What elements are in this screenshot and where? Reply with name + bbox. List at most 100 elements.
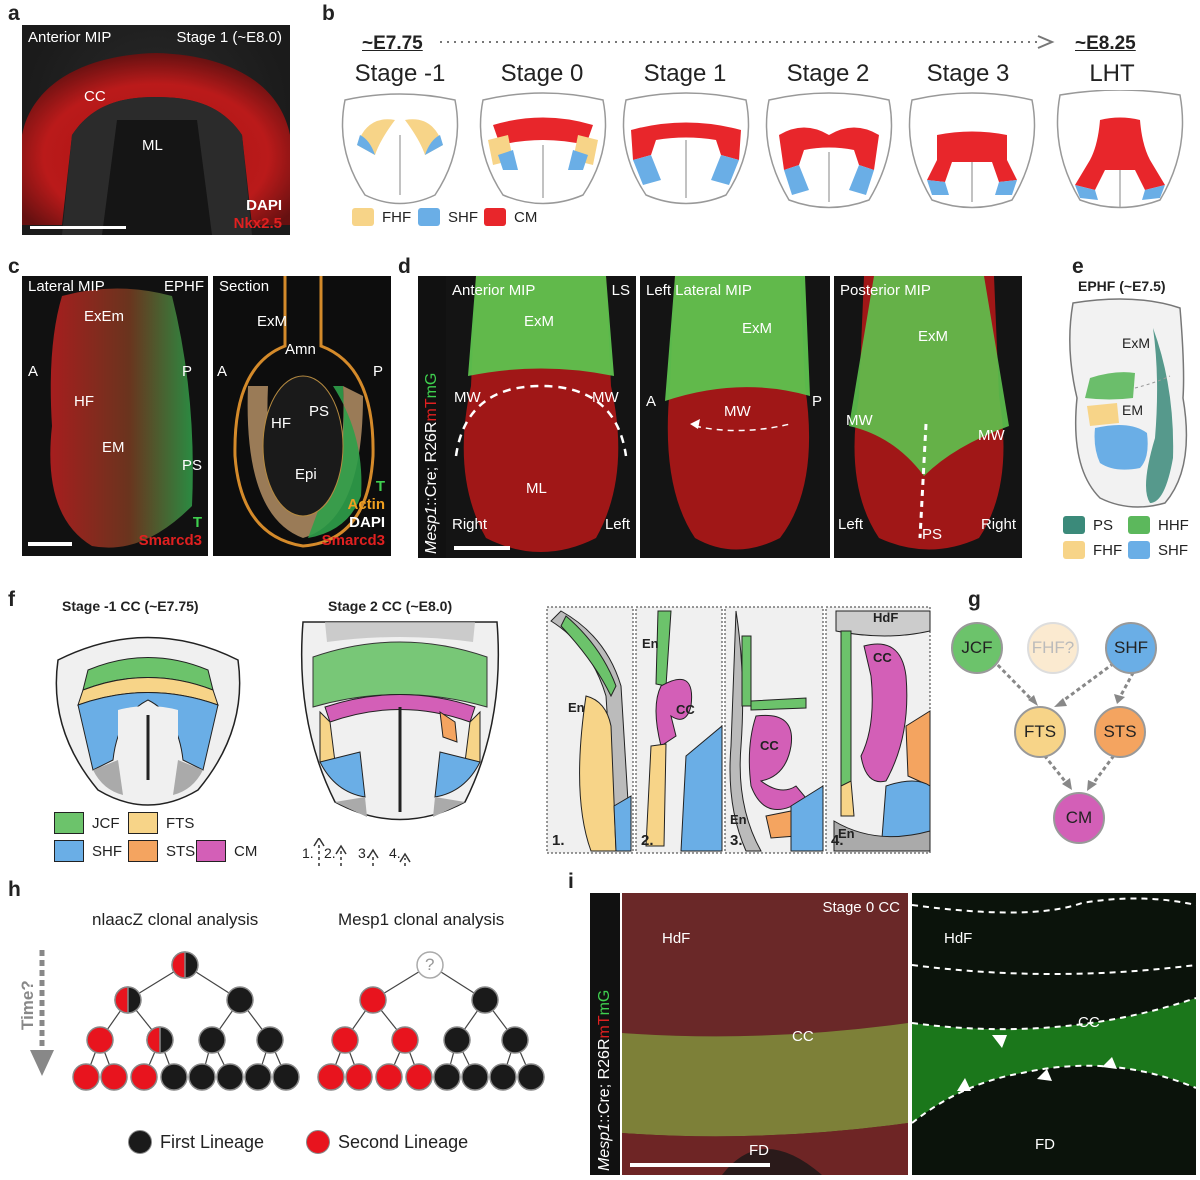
panel-d-posterior-image: Posterior MIP ExM MW MW Left Right PS [834, 276, 1022, 558]
stage-title-lht: LHT [1089, 60, 1135, 87]
panel-h-legend-second: Second Lineage [306, 1130, 468, 1154]
c-right-amn: Amn [285, 341, 316, 358]
c-left-stage: EPHF [163, 278, 204, 295]
c-right-ps: PS [309, 403, 330, 420]
panel-e-legend-ps: PS [1063, 516, 1113, 534]
panel-a-label: a [8, 2, 20, 25]
panel-f-stage-neg1-diagram [55, 636, 241, 806]
panel-b-time-arrow [440, 35, 1055, 49]
stage-title-2: Stage 2 [786, 60, 870, 87]
d3-ps: PS [922, 526, 943, 543]
f-s4-en: En [838, 826, 855, 841]
panel-a-view: Anterior MIP [28, 29, 112, 46]
panel-a-scalebar [30, 226, 126, 229]
panel-a-dapi: DAPI [246, 197, 282, 214]
panel-a-stage: Stage 1 (~E8.0) [176, 29, 282, 46]
d1-exm: ExM [524, 313, 554, 330]
d1-ls: LS [611, 282, 630, 299]
i-right-fd: FD [1035, 1136, 1055, 1153]
panel-h-label: h [8, 878, 21, 901]
i-left-stage: Stage 0 CC [822, 899, 900, 916]
f-s2-cc: CC [676, 702, 695, 717]
f-s2-en: En [642, 636, 659, 651]
panel-b-label: b [322, 2, 335, 25]
d3-mw2: MW [978, 427, 1005, 444]
panel-i-right-image: HdF CC FD [912, 893, 1196, 1175]
panel-h-trees [72, 951, 545, 1091]
panel-b-end-age: ~E8.25 [1075, 33, 1136, 54]
panel-e-diagram [1069, 298, 1188, 508]
g-node-cm: CM [1053, 792, 1105, 844]
panel-i-side-label: Mesp1::Cre; R26RmTmG [596, 989, 613, 1171]
panel-a-cc: CC [84, 88, 106, 105]
panel-c-label: c [8, 255, 20, 278]
d2-mw: MW [724, 403, 751, 420]
c-right-t: T [375, 478, 385, 495]
d1-left: Left [604, 516, 630, 533]
c-left-view: Lateral MIP [28, 278, 105, 295]
c-right-hf: HF [271, 415, 291, 432]
panel-f-section-arrows [313, 838, 411, 866]
panel-e-legend-fhf: FHF [1063, 541, 1122, 559]
c-right-epi: Epi [295, 466, 317, 483]
panel-e-exm: ExM [1122, 335, 1150, 351]
c-left-p: P [182, 363, 193, 380]
panel-b-legend-shf: SHF [418, 208, 478, 226]
f-s3-num: 3. [730, 832, 743, 849]
panel-d-anterior-image: Anterior MIP LS ExM MW MW ML Right Left [446, 276, 636, 558]
panel-c-right-image: Section ExM A P Amn HF PS Epi T Actin DA… [213, 276, 391, 556]
i-left-fd: FD [749, 1142, 769, 1159]
panel-h-left-title: nlaacZ clonal analysis [92, 910, 259, 929]
panel-d-lateral-image: Left Lateral MIP ExM A P MW [640, 276, 830, 558]
c-left-t: T [192, 514, 202, 531]
panel-c-left-image: Lateral MIP EPHF ExEm A P HF EM PS T Sma… [22, 276, 208, 556]
f-s3-cc: CC [760, 738, 779, 753]
panel-h-unknown: ? [425, 955, 435, 974]
panel-a-image: Anterior MIP Stage 1 (~E8.0) CC ML DAPI … [22, 25, 290, 235]
panel-g-label: g [968, 588, 981, 611]
panel-h-time-arrow [30, 950, 54, 1076]
d1-mw2: MW [592, 389, 619, 406]
panel-f-arrow-4: 4. [389, 845, 401, 861]
panel-e-title: EPHF (~E7.5) [1078, 278, 1166, 294]
d1-right: Right [452, 516, 488, 533]
c-left-em: EM [102, 439, 125, 456]
panel-b-legend-cm: CM [484, 208, 537, 226]
panel-f-label: f [8, 588, 15, 611]
i-right-cc: CC [1078, 1014, 1100, 1031]
panel-f-arrow-1: 1. [302, 845, 314, 861]
panel-i-left-image: Stage 0 CC HdF CC FD [622, 893, 908, 1175]
g-node-fhf: FHF? [1027, 622, 1079, 674]
panel-f-sections [546, 606, 931, 854]
c-left-smarcd3: Smarcd3 [138, 532, 202, 549]
panel-f-legend-jcf: JCF [54, 812, 120, 834]
stage-title-3: Stage 3 [926, 60, 1010, 87]
panel-e-legend-hhf: HHF [1128, 516, 1189, 534]
f-s2-num: 2. [641, 832, 654, 849]
panel-f-legend-fts: FTS [128, 812, 194, 834]
panel-d-side-bar: Mesp1::Cre; R26RmTmG [418, 276, 446, 558]
panel-f-legend-sts: STS [128, 840, 195, 862]
d2-a: A [646, 393, 657, 410]
panel-h-legend-first: First Lineage [128, 1130, 264, 1154]
d1-mw1: MW [454, 389, 481, 406]
c-left-scalebar [28, 542, 72, 546]
g-node-fts: FTS [1014, 706, 1066, 758]
panel-f-arrow-3: 3. [358, 845, 370, 861]
d1-scalebar [454, 546, 510, 550]
panel-f-legend-shf: SHF [54, 840, 122, 862]
panel-e-legend-shf: SHF [1128, 541, 1188, 559]
c-right-exm: ExM [257, 313, 287, 330]
c-right-actin: Actin [347, 496, 386, 513]
g-node-sts: STS [1094, 706, 1146, 758]
panel-f-stage-2-diagram [300, 621, 500, 821]
f-s4-hdf: HdF [873, 610, 899, 625]
panel-f-left-title: Stage -1 CC (~E7.75) [62, 598, 199, 614]
panel-a-ml: ML [142, 137, 163, 154]
panel-a-nkx: Nkx2.5 [233, 215, 282, 232]
i-left-cc: CC [792, 1028, 814, 1045]
c-right-smarcd3: Smarcd3 [321, 532, 385, 549]
c-right-p: P [373, 363, 384, 380]
g-node-jcf: JCF [951, 622, 1003, 674]
f-s1-num: 1. [552, 832, 565, 849]
